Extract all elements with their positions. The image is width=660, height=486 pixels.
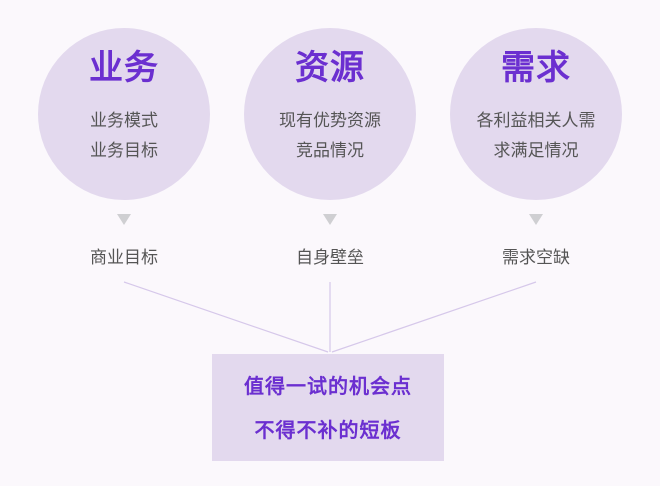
circle-line-business-2: 业务目标 — [90, 141, 158, 161]
circle-line-demand-1: 各利益相关人需 — [476, 111, 596, 131]
circle-business: 业务 业务模式 业务目标 — [38, 28, 210, 200]
result-line-opportunity: 值得一试的机会点 — [244, 374, 412, 398]
connector-line-demand — [331, 281, 537, 353]
outcome-business: 商业目标 — [90, 248, 158, 268]
circle-line-demand-2: 求满足情况 — [493, 141, 579, 161]
circle-line-resource-1: 现有优势资源 — [279, 111, 381, 131]
circle-title-resource: 资源 — [295, 48, 365, 88]
down-arrow-icon — [117, 214, 131, 225]
down-arrow-icon — [529, 214, 543, 225]
result-box: 值得一试的机会点 不得不补的短板 — [212, 354, 444, 461]
circle-line-business-1: 业务模式 — [90, 111, 158, 131]
outcome-demand: 需求空缺 — [502, 248, 570, 268]
result-line-shortcoming: 不得不补的短板 — [254, 418, 402, 442]
circle-title-demand: 需求 — [501, 48, 571, 88]
circle-resource: 资源 现有优势资源 竞品情况 — [244, 28, 416, 200]
circle-title-business: 业务 — [89, 48, 159, 88]
connector-line-business — [123, 281, 329, 353]
circle-line-resource-2: 竞品情况 — [296, 141, 364, 161]
circle-demand: 需求 各利益相关人需 求满足情况 — [450, 28, 622, 200]
outcome-resource: 自身壁垒 — [296, 248, 364, 268]
down-arrow-icon — [323, 214, 337, 225]
